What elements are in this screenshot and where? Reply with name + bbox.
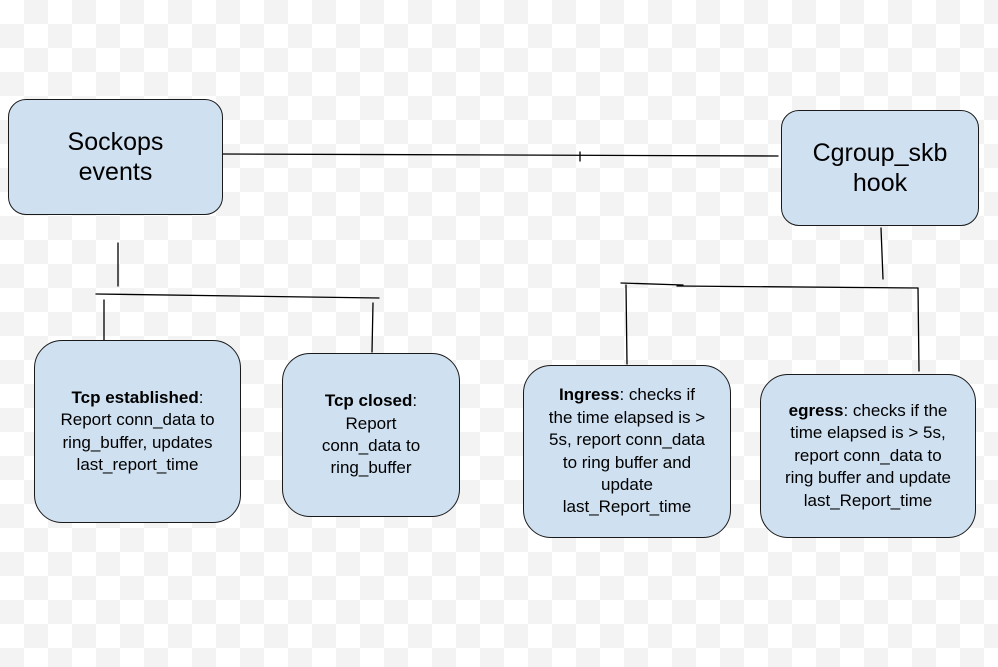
ingress-desc: : checks if the time elapsed is > 5s, re…	[548, 385, 706, 517]
ingress-node: Ingress: checks if the time elapsed is >…	[523, 365, 731, 538]
tcp-closed-desc: : Report conn_data to ring_buffer	[321, 391, 421, 478]
connector-to-egress	[917, 287, 920, 372]
egress-node: egress: checks if the time elapsed is > …	[760, 374, 976, 538]
connector-cgroup-bar-b	[676, 285, 919, 289]
cgroup-skb-hook-label: Cgroup_skb hook	[812, 139, 948, 197]
ingress-title: Ingress	[558, 385, 620, 405]
connector-sockops-cgroup	[222, 153, 779, 157]
connector-cgroup-bar-a	[620, 282, 684, 286]
tcp-established-node: Tcp established: Report conn_data to rin…	[34, 340, 241, 523]
tcp-closed-node: Tcp closed: Report conn_data to ring_buf…	[282, 353, 460, 517]
tcp-established-desc: : Report conn_data to ring_buffer, updat…	[60, 387, 215, 474]
connector-sockops-bar	[95, 293, 380, 299]
sockops-events-node: Sockops events	[8, 99, 223, 215]
connector-to-tcp-closed	[371, 302, 374, 353]
egress-title: egress	[788, 400, 844, 420]
connector-cgroup-down	[880, 227, 884, 280]
sockops-events-label: Sockops events	[67, 128, 164, 186]
cgroup-skb-hook-node: Cgroup_skb hook	[781, 110, 979, 226]
tcp-closed-title: Tcp closed	[324, 391, 413, 411]
tcp-established-title: Tcp established	[71, 387, 199, 407]
egress-desc: : checks if the time elapsed is > 5s, re…	[784, 400, 952, 510]
connector-to-ingress	[625, 284, 628, 365]
